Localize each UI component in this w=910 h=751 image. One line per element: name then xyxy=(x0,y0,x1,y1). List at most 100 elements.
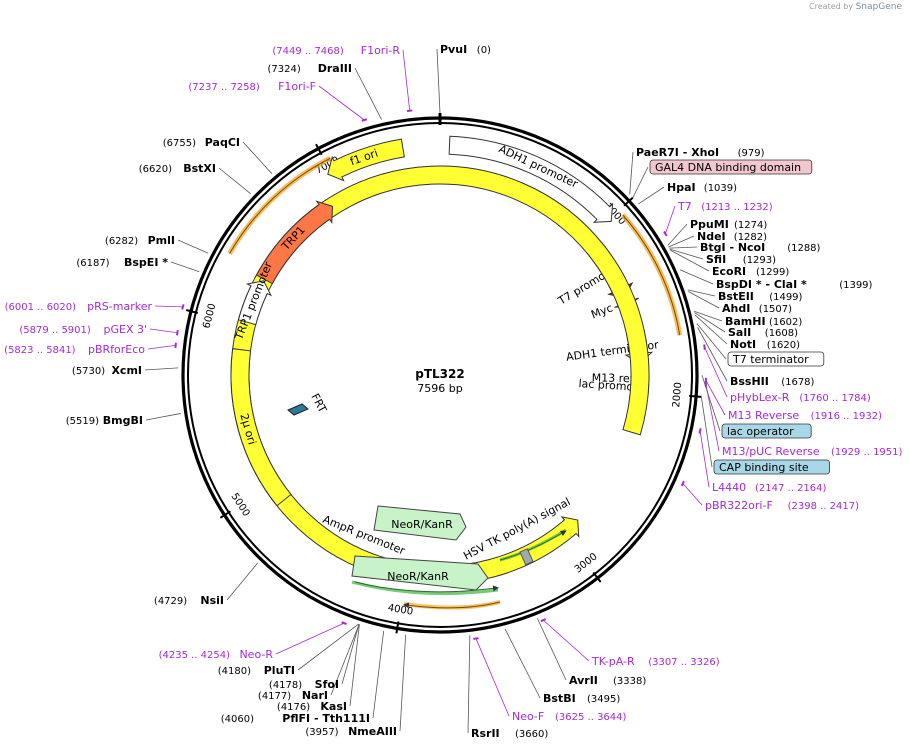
site-nmeaiii[interactable]: NmeAIII xyxy=(348,725,397,738)
site-pluti[interactable]: PluTI xyxy=(264,664,295,677)
primer-f1ori-f[interactable]: F1ori-F xyxy=(278,80,316,93)
feature-trp1[interactable] xyxy=(255,200,334,285)
site-ahdi[interactable]: AhdI xyxy=(722,302,750,315)
primer-pos-prs-marker: (6001 .. 6020) xyxy=(5,302,77,313)
site-sfii[interactable]: SfiI xyxy=(706,253,726,266)
primer-hooks xyxy=(174,109,707,640)
neor-label-2: NeoR/KanR xyxy=(387,570,449,583)
primer-neo-f[interactable]: Neo-F xyxy=(512,710,544,723)
leader-bamhi xyxy=(694,310,723,322)
hsv-tk-box[interactable] xyxy=(519,548,534,566)
feature-trp1-promoter[interactable] xyxy=(237,280,272,326)
site-paqci[interactable]: PaqCI xyxy=(205,136,240,149)
site-pos-bamhi: (1602) xyxy=(769,317,802,328)
primer-pgex-3[interactable]: pGEX 3' xyxy=(103,323,147,336)
box-leader-t7-terminator xyxy=(696,323,727,360)
site-sfoi[interactable]: SfoI xyxy=(315,678,339,691)
primer-hook-f1ori-f xyxy=(361,118,368,122)
primer-pos-tk-pa-r: (3307 .. 3326) xyxy=(648,657,720,668)
site-pos-pvui: (0) xyxy=(477,45,491,56)
leader-bspei xyxy=(170,261,200,273)
site-draiii[interactable]: DraIII xyxy=(318,62,352,75)
site-pos-btgi-ncoi: (1288) xyxy=(787,243,820,254)
site-xcmi[interactable]: XcmI xyxy=(111,364,142,377)
primer-pbrforeco[interactable]: pBRforEco xyxy=(88,343,145,356)
primer-neo-r[interactable]: Neo-R xyxy=(239,648,273,661)
box-cap-binding-site[interactable] xyxy=(713,459,830,475)
site-bstbi[interactable]: BstBI xyxy=(543,692,576,705)
primer-pbr322ori-f[interactable]: pBR322ori-F xyxy=(705,499,773,512)
neor-arrow-1[interactable] xyxy=(373,505,467,541)
primer-leader-prs-marker xyxy=(154,305,183,308)
frt-arrow[interactable] xyxy=(287,403,309,416)
primer-pos-t7: (1213 .. 1232) xyxy=(701,202,773,213)
primer-pos-pgex-3: (5879 .. 5901) xyxy=(19,325,91,336)
leader-bstxi xyxy=(218,167,251,195)
site-pmli[interactable]: PmlI xyxy=(148,234,175,247)
site-nari[interactable]: NarI xyxy=(302,689,328,702)
site-kasi[interactable]: KasI xyxy=(320,700,347,713)
primer-hook-f1ori-r xyxy=(406,109,413,113)
site-bsshii[interactable]: BssHII xyxy=(730,375,769,388)
leader-pflfi-tth111i xyxy=(372,630,385,719)
site-pos-bstbi: (3495) xyxy=(587,694,620,705)
tick-label-3000: 3000 xyxy=(573,551,600,575)
primer-leader-f1ori-r xyxy=(402,49,411,111)
tick-6000 xyxy=(185,309,199,314)
site-paer7i-xhoi[interactable]: PaeR7I - XhoI xyxy=(636,146,719,159)
primer-t7[interactable]: T7 xyxy=(677,200,692,213)
site-bamhi[interactable]: BamHI xyxy=(725,315,766,328)
site-avrii[interactable]: AvrII xyxy=(569,674,598,687)
site-bspei[interactable]: BspEI * xyxy=(124,256,168,269)
site-ecori[interactable]: EcoRI xyxy=(712,265,746,278)
feature-2-ori[interactable] xyxy=(230,348,292,507)
primer-pos-phyblex-r: (1760 .. 1784) xyxy=(799,393,871,404)
primer-leader-t7 xyxy=(664,205,676,234)
site-ndei[interactable]: NdeI xyxy=(697,230,726,243)
box-t7-terminator[interactable] xyxy=(727,351,825,367)
site-bmgbi[interactable]: BmgBI xyxy=(103,414,143,427)
site-sali[interactable]: SalI xyxy=(728,326,751,339)
primer-phyblex-r[interactable]: pHybLex-R xyxy=(730,391,790,404)
feature-adh1-promoter[interactable] xyxy=(448,135,614,223)
trp1-hl-line xyxy=(229,157,331,254)
tick-3000 xyxy=(592,571,602,583)
box-gal4-dna-binding-domain[interactable] xyxy=(649,159,813,175)
primer-prs-marker[interactable]: pRS-marker xyxy=(87,300,152,313)
site-pos-ppumi: (1274) xyxy=(734,220,767,231)
primer-l4440[interactable]: L4440 xyxy=(712,481,746,494)
site-pos-sfoi: (4178) xyxy=(269,680,302,691)
site-bsteii[interactable]: BstEII xyxy=(718,290,754,303)
site-pvui[interactable]: PvuI xyxy=(440,43,467,56)
site-pos-bspei: (6187) xyxy=(76,258,109,269)
leader-xcmi xyxy=(144,367,179,371)
primer-f1ori-r[interactable]: F1ori-R xyxy=(361,44,401,57)
primer-hook-pgex-3 xyxy=(175,329,179,336)
primer-leader-pbr322ori-f xyxy=(682,483,703,506)
site-pflfi-tth111i[interactable]: PflFI - Tth111I xyxy=(282,712,370,725)
primer-tk-pa-r[interactable]: TK-pA-R xyxy=(591,655,635,668)
site-ppumi[interactable]: PpuMI xyxy=(690,218,729,231)
site-rsrii[interactable]: RsrII xyxy=(471,727,500,740)
primer-m13-reverse[interactable]: M13 Reverse xyxy=(728,409,799,422)
site-pos-bsshii: (1678) xyxy=(781,377,814,388)
leader-btgi-ncoi xyxy=(669,246,698,249)
box-lac-operator[interactable] xyxy=(721,423,812,439)
site-bstxi[interactable]: BstXI xyxy=(183,162,216,175)
site-bspdi-clai[interactable]: BspDI * - ClaI * xyxy=(716,278,807,291)
feature-label-myc: Myc xyxy=(589,301,614,321)
site-btgi-ncoi[interactable]: BtgI - NcoI xyxy=(700,241,765,254)
leader-bstbi xyxy=(504,628,541,699)
site-nsii[interactable]: NsiI xyxy=(200,594,224,607)
site-hpai[interactable]: HpaI xyxy=(667,181,696,194)
feature-f1-ori[interactable] xyxy=(327,138,405,182)
site-noti[interactable]: NotI xyxy=(730,338,756,351)
neor-arrow-2[interactable] xyxy=(351,555,489,591)
primer-m13-puc-reverse[interactable]: M13/pUC Reverse xyxy=(722,445,820,458)
site-pos-bmgbi: (5519) xyxy=(66,416,99,427)
primer-pos-neo-f: (3625 .. 3644) xyxy=(555,712,627,723)
leader-bspdi-clai xyxy=(679,269,714,285)
leader-sfoi xyxy=(341,624,360,685)
tick-1000 xyxy=(623,196,634,207)
